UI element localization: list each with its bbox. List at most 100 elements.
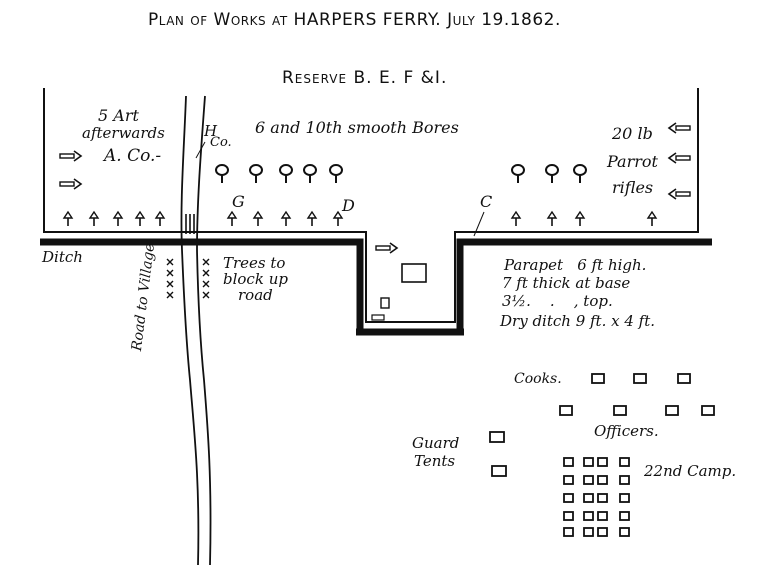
- tent: [563, 527, 574, 537]
- tent: [591, 373, 605, 384]
- works-outline: [43, 88, 699, 323]
- gun-position-marker: [134, 210, 146, 226]
- gun-position-marker: [646, 210, 658, 226]
- rifles-label: rifles: [612, 178, 654, 197]
- parrot-label: Parrot: [607, 152, 658, 171]
- cooks-label: Cooks.: [514, 371, 562, 387]
- tree-obstacle-mark: [166, 280, 174, 288]
- gun-marker-head: [226, 210, 238, 219]
- gun-marker-head: [546, 210, 558, 219]
- tree-obstacle-mark: [202, 269, 210, 277]
- tent: [583, 475, 594, 485]
- gun-emplacement-ring: [573, 164, 587, 176]
- gun-position-marker: [510, 210, 522, 226]
- tent: [583, 457, 594, 467]
- tent: [633, 373, 647, 384]
- gun-marker-head: [62, 210, 74, 219]
- gun-marker-head: [112, 210, 124, 219]
- gun-position-marker: [88, 210, 100, 226]
- trees-label-3: road: [238, 286, 273, 304]
- tent: [563, 511, 574, 521]
- gun-emplacement-marker: [303, 164, 317, 183]
- tent: [563, 493, 574, 503]
- art-label-2: afterwards: [82, 124, 165, 142]
- a-company-label: A. Co.-: [104, 146, 162, 166]
- tent: [583, 493, 594, 503]
- tent: [597, 527, 608, 537]
- officers-label: Officers.: [594, 422, 659, 440]
- road-left-edge: [180, 95, 200, 566]
- tent: [619, 493, 630, 503]
- gun-marker-head: [134, 210, 146, 219]
- tent: [559, 405, 573, 416]
- tent: [597, 511, 608, 521]
- gun-emplacement-ring: [215, 164, 229, 176]
- parapet-label-1: Parapet 6 ft high.: [504, 256, 647, 274]
- tent: [563, 457, 574, 467]
- art-label-1: 5 Art: [98, 106, 139, 125]
- h-company-pointer: [195, 141, 206, 159]
- map-title: Plan of Works at HARPERS FERRY. July 19.…: [148, 10, 561, 30]
- gun-position-marker: [252, 210, 264, 226]
- parapet-label-4: Dry ditch 9 ft. x 4 ft.: [500, 312, 656, 330]
- twenty-lb-label: 20 lb: [612, 124, 653, 143]
- c-pointer: [473, 211, 485, 237]
- small-box: [380, 297, 390, 309]
- road-gate: [185, 214, 195, 234]
- d-label: D: [342, 196, 355, 215]
- gun-marker-head: [646, 210, 658, 219]
- tree-obstacle-mark: [166, 291, 174, 299]
- tent: [677, 373, 691, 384]
- gun-marker-head: [88, 210, 100, 219]
- gun-arrow-head: [667, 188, 677, 200]
- gun-marker-head: [306, 210, 318, 219]
- gun-position-marker: [332, 210, 344, 226]
- gun-marker-head: [252, 210, 264, 219]
- tent: [491, 465, 507, 477]
- c-label: C: [480, 192, 493, 211]
- gun-emplacement-marker: [545, 164, 559, 183]
- tent: [619, 527, 630, 537]
- gun-facing-arrow: [667, 152, 691, 164]
- gun-arrow-shaft: [59, 181, 75, 187]
- co-label: Co.: [210, 135, 232, 150]
- gun-facing-arrow: [667, 122, 691, 134]
- gun-emplacement-ring: [329, 164, 343, 176]
- tree-obstacle-mark: [166, 258, 174, 266]
- gun-emplacement-marker: [215, 164, 229, 183]
- g-label: G: [232, 192, 245, 211]
- gun-arrow-head: [667, 152, 677, 164]
- tent: [597, 493, 608, 503]
- magazine-box: [401, 263, 427, 283]
- tent: [597, 457, 608, 467]
- parapet-band-right: [456, 238, 712, 330]
- parapet-label-2: 7 ft thick at base: [502, 274, 631, 292]
- gun-marker-head: [280, 210, 292, 219]
- gun-arrow-head: [389, 242, 399, 254]
- gun-position-marker: [280, 210, 292, 226]
- gun-arrow-head: [667, 122, 677, 134]
- gun-arrow-shaft: [375, 245, 391, 251]
- tent: [583, 511, 594, 521]
- reserve-label: Reserve B. E. F &I.: [282, 68, 448, 88]
- h-label: H: [204, 122, 218, 140]
- guard-label-2: Tents: [414, 452, 456, 470]
- gun-arrow-head: [73, 178, 83, 190]
- gun-arrow-head: [73, 150, 83, 162]
- gun-position-marker: [574, 210, 586, 226]
- gate-box: [371, 314, 385, 321]
- smooth-bores-label: 6 and 10th smooth Bores: [255, 118, 459, 137]
- gun-facing-arrow: [59, 178, 83, 190]
- tent: [597, 475, 608, 485]
- gun-emplacement-ring: [249, 164, 263, 176]
- gun-facing-arrow: [375, 242, 399, 254]
- tent: [613, 405, 627, 416]
- gun-marker-head: [510, 210, 522, 219]
- tree-obstacle-mark: [202, 291, 210, 299]
- trees-label-2: block up: [223, 270, 288, 288]
- tent: [583, 527, 594, 537]
- gun-emplacement-marker: [249, 164, 263, 183]
- camp-tents: [489, 373, 715, 537]
